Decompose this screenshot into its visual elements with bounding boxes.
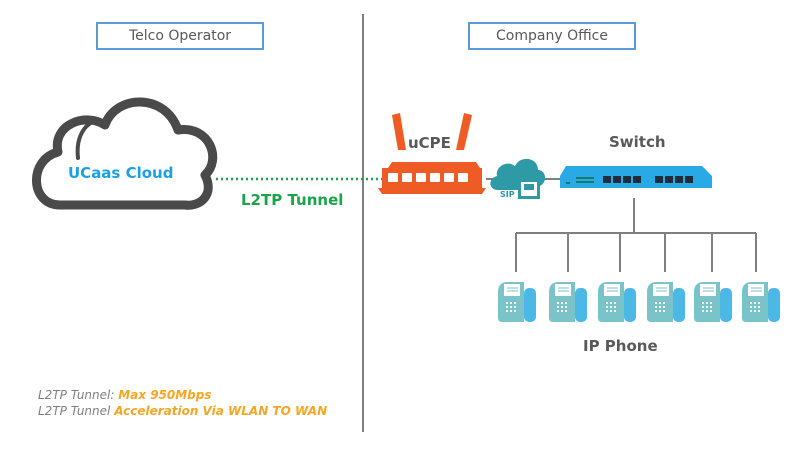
ip-phone-icon — [598, 282, 636, 322]
ip-phone-icon — [742, 282, 780, 322]
ip-phone-icon — [694, 282, 732, 322]
sip-trunk-icon — [490, 158, 546, 199]
telco-operator-section-title: Telco Operator — [96, 22, 264, 50]
switch-icon — [560, 166, 712, 188]
company-office-section-title: Company Office — [468, 22, 636, 50]
ip-phone-icon — [498, 282, 536, 322]
note-line-2: L2TP Tunnel Acceleration Via WLAN TO WAN — [38, 404, 328, 418]
ip-phone-label: IP Phone — [583, 337, 658, 355]
ucaas-cloud-label: UCaas Cloud — [68, 164, 174, 182]
ucpe-label: uCPE — [408, 134, 451, 152]
ip-phone-icon — [549, 282, 587, 322]
section-divider — [362, 14, 364, 432]
l2tp-tunnel-label: L2TP Tunnel — [241, 191, 344, 209]
ip-phone-icon — [647, 282, 685, 322]
ucpe-router-icon — [378, 113, 486, 194]
phone-distribution-lines — [515, 198, 757, 272]
tunnel-notes: L2TP Tunnel: Max 950Mbps L2TP Tunnel Acc… — [38, 387, 327, 419]
sip-label: SIP — [500, 190, 515, 199]
note-line-1: L2TP Tunnel: Max 950Mbps — [38, 388, 212, 402]
ucaas-cloud-icon — [32, 97, 218, 210]
switch-label: Switch — [609, 133, 666, 151]
